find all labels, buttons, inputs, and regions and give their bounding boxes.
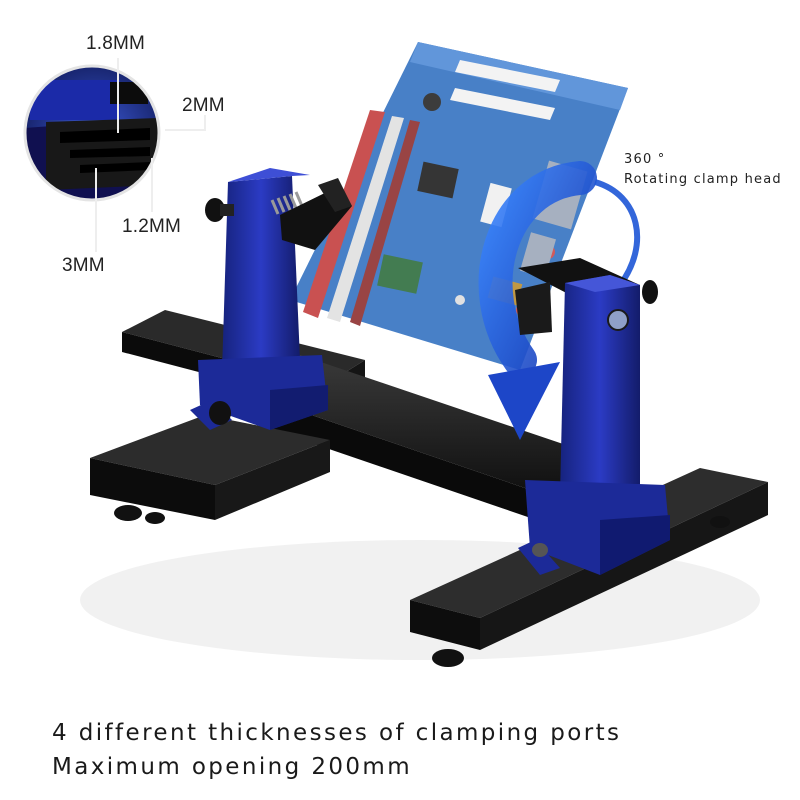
left-clamp-tower <box>190 168 352 430</box>
thickness-label-4: 3MM <box>62 255 105 276</box>
left-foot-bar <box>90 415 330 524</box>
rotation-caption: Rotating clamp head <box>624 172 782 187</box>
thickness-label-1: 1.8MM <box>86 33 146 54</box>
clamp-detail-zoom <box>23 58 206 252</box>
caption-line-2: Maximum opening 200mm <box>52 754 413 780</box>
rotation-arrow <box>478 161 641 440</box>
caption-line-1: 4 different thicknesses of clamping port… <box>52 720 622 746</box>
rotation-angle: 360 ° <box>624 152 666 167</box>
right-clamp-tower <box>515 258 670 575</box>
thickness-label-3: 1.2MM <box>122 216 182 237</box>
thickness-label-2: 2MM <box>182 95 225 116</box>
